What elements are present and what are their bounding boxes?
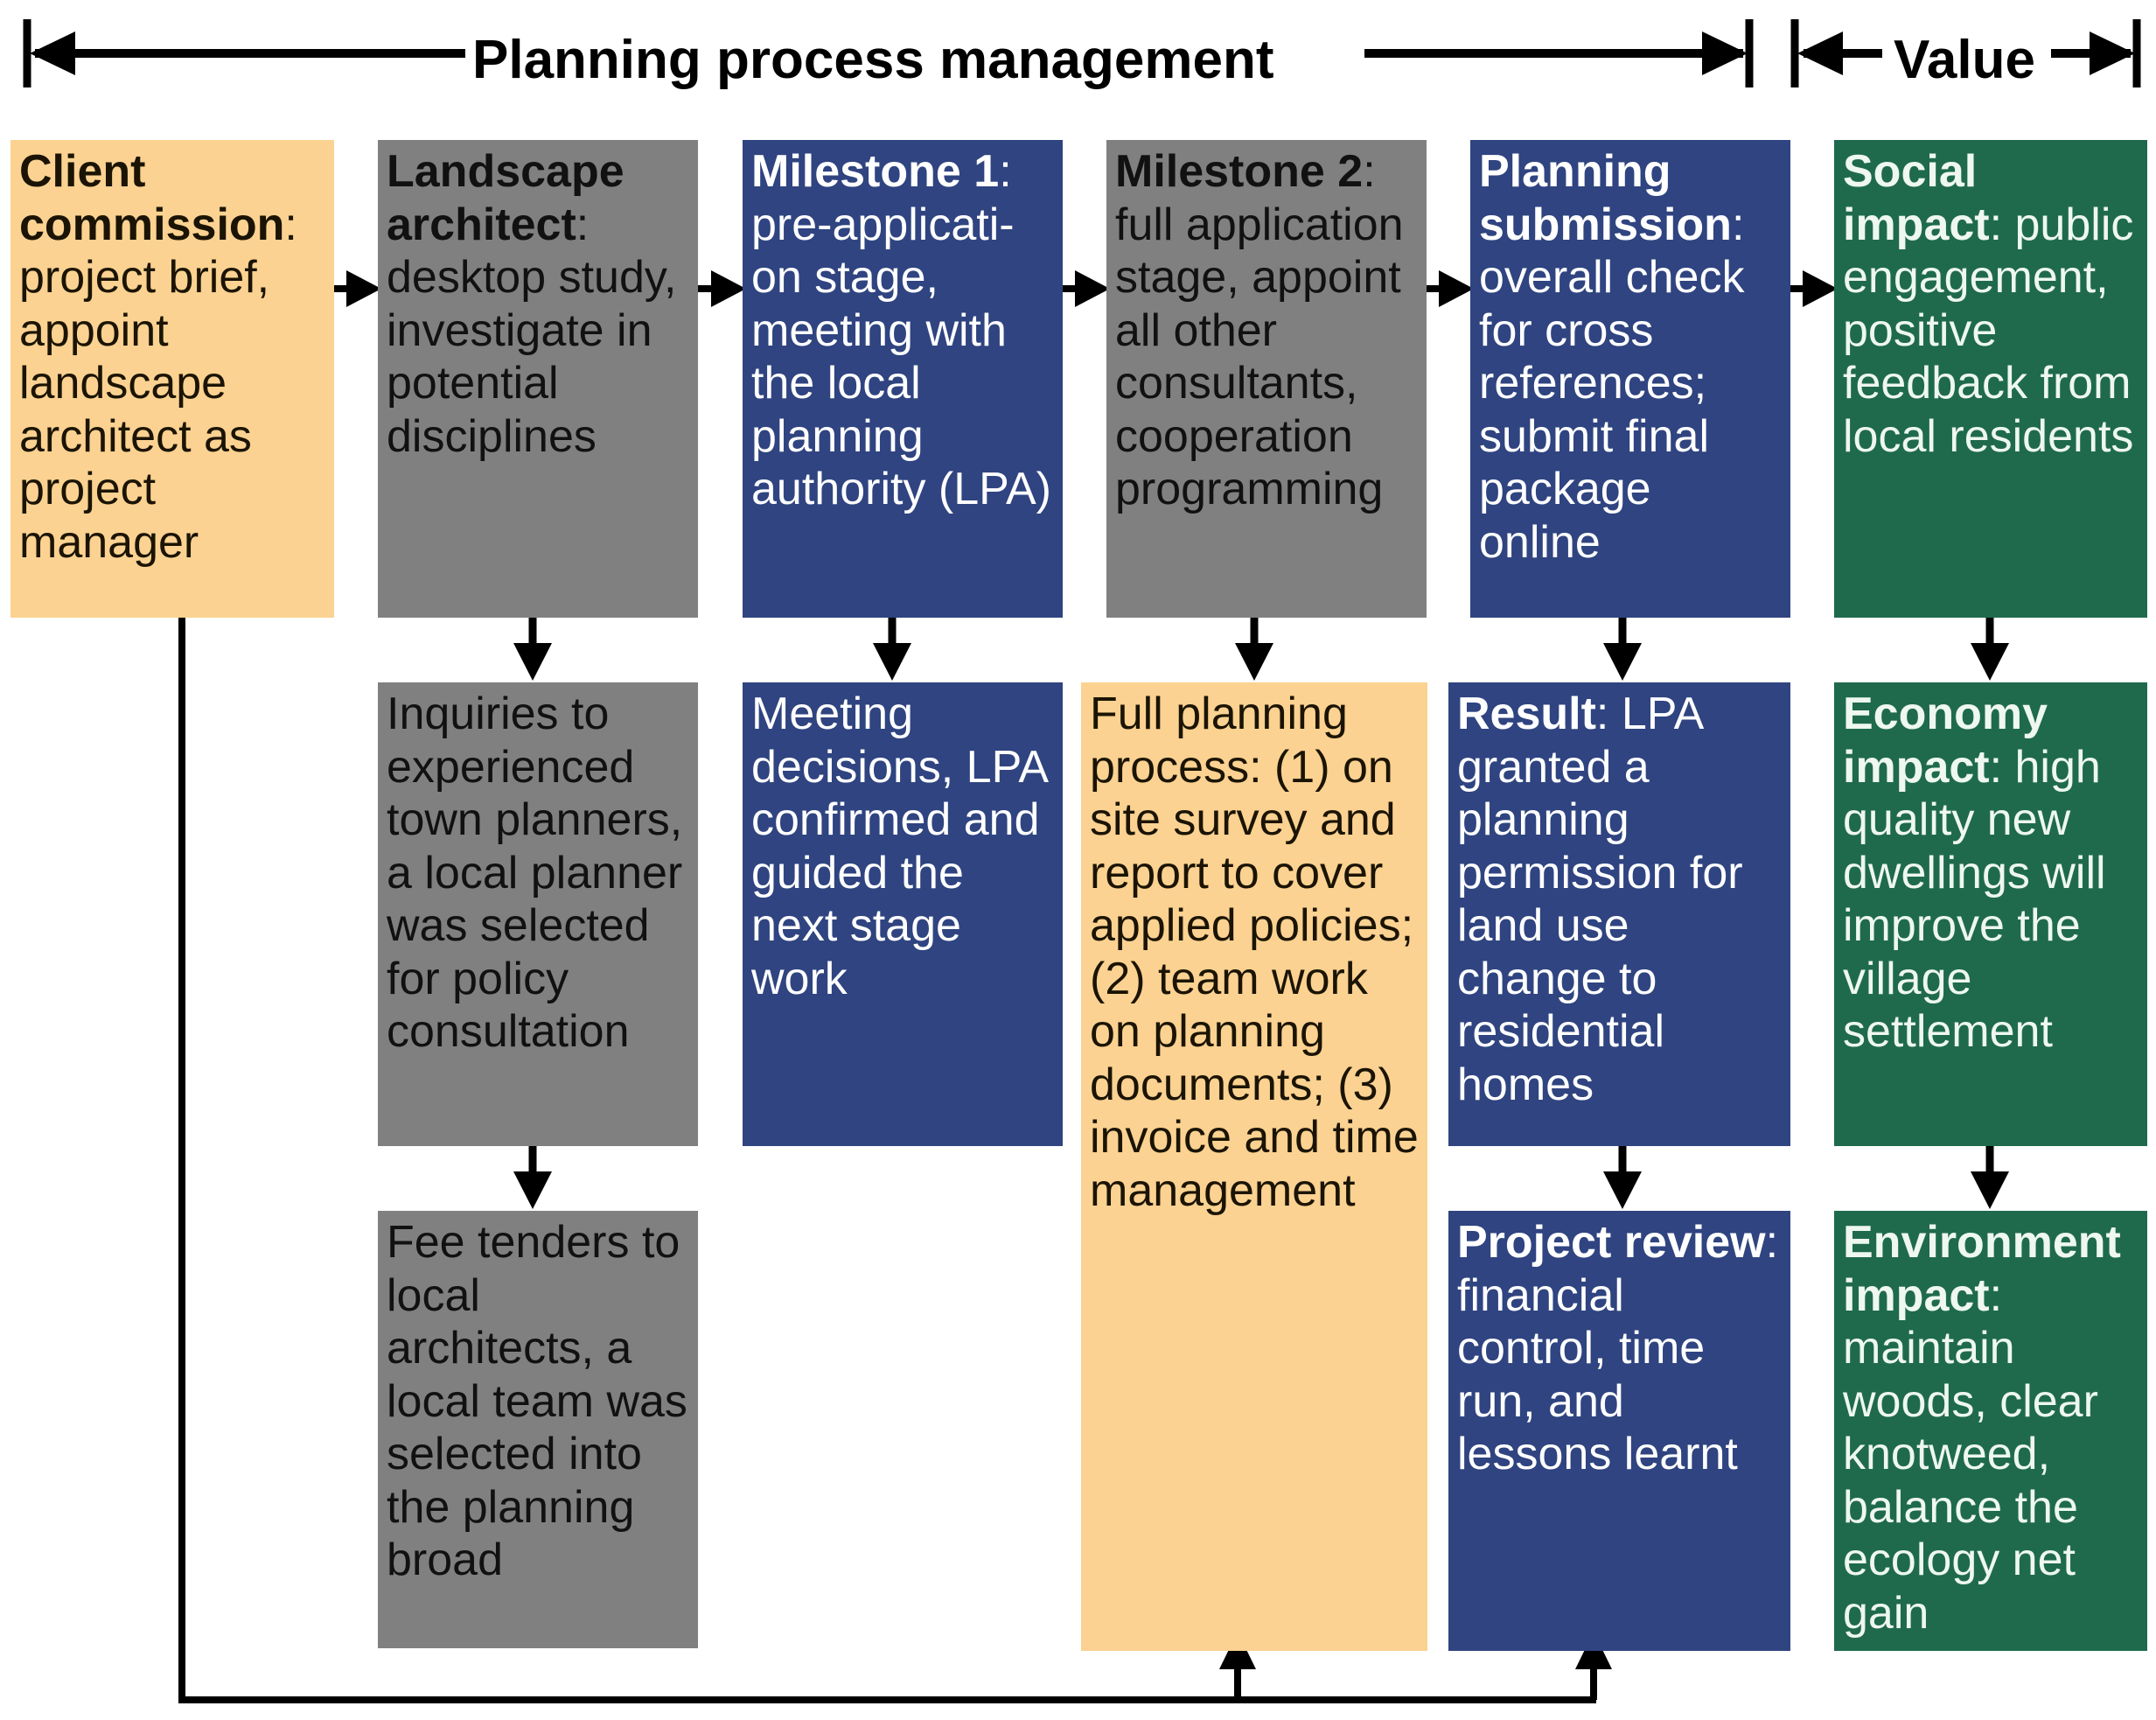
box-text-environment-impact: Environment impact: maintain woods, clea… [1843,1216,2140,1640]
box-text-milestone-2: Milestone 2: full application stage, app… [1115,145,1420,516]
box-body-client-commission: project brief, appoint landscape archite… [19,252,270,568]
box-title-environment-impact: Environment impact [1843,1217,2121,1321]
box-title-suffix-planning-submission: : [1731,199,1745,250]
box-title-suffix-environment-impact: : [1989,1269,2003,1321]
box-title-client-commission: Client commission [19,146,285,250]
box-title-planning-submission: Planning submission [1479,146,1732,250]
box-text-fee-tenders: Fee tenders to local architects, a local… [387,1217,687,1585]
box-text-landscape-architect: Landscape architect: desktop study, inve… [387,145,691,463]
box-title-suffix-client-commission: : [284,199,297,250]
box-text-client-commission: Client commission: project brief, appoin… [19,145,327,569]
box-body-milestone-2: full application stage, appoint all othe… [1115,199,1404,515]
box-text-milestone-1: Milestone 1: pre-applicati-on stage, mee… [751,145,1056,516]
box-text-meeting-decisions: Meeting decisions, LPA confirmed and gui… [751,689,1047,1004]
box-title-milestone-1: Milestone 1 [751,146,1000,197]
box-text-project-review: Project review: financial control, time … [1457,1216,1783,1481]
box-title-suffix-project-review: : [1765,1217,1779,1268]
box-text-economy-impact: Economy impact: high quality new dwellin… [1843,688,2140,1059]
box-title-landscape-architect: Landscape architect [387,146,624,250]
box-body-milestone-1: pre-applicati-on stage, meeting with the… [751,199,1051,515]
box-text-social-impact: Social impact: public engagement, positi… [1843,145,2140,463]
box-title-economy-impact: Economy impact [1843,689,2048,793]
box-text-result: Result: LPA granted a planning permissio… [1457,688,1783,1111]
box-body-landscape-architect: desktop study, investigate in potential … [387,252,677,462]
box-fee-tenders[interactable]: Fee tenders to local architects, a local… [378,1211,698,1648]
box-title-result: Result [1457,689,1596,739]
box-meeting-decisions[interactable]: Meeting decisions, LPA confirmed and gui… [743,682,1063,1146]
box-body-project-review: financial control, time run, and lessons… [1457,1269,1738,1480]
box-title-suffix-result: : [1595,689,1609,739]
box-title-suffix-milestone-2: : [1363,146,1376,197]
box-social-impact[interactable]: Social impact: public engagement, positi… [1834,140,2147,618]
box-text-inquiries-town-planners: Inquiries to experienced town planners, … [387,689,683,1057]
box-planning-submission[interactable]: Planning submission: overall check for c… [1470,140,1790,618]
box-title-suffix-landscape-architect: : [576,199,590,250]
box-text-full-planning-process: Full planning process: (1) on site surve… [1090,689,1419,1216]
box-full-planning-process[interactable]: Full planning process: (1) on site surve… [1081,682,1427,1651]
box-environment-impact[interactable]: Environment impact: maintain woods, clea… [1834,1211,2147,1651]
header-label-planning-process-management: Planning process management [472,30,1274,90]
box-project-review[interactable]: Project review: financial control, time … [1448,1211,1790,1651]
box-result[interactable]: Result: LPA granted a planning permissio… [1448,682,1790,1146]
box-milestone-2[interactable]: Milestone 2: full application stage, app… [1106,140,1427,618]
box-title-suffix-social-impact: : [1989,199,2003,250]
box-title-milestone-2: Milestone 2 [1115,146,1364,197]
box-body-result: LPA granted a planning permission for la… [1457,689,1743,1110]
box-client-commission[interactable]: Client commission: project brief, appoin… [10,140,334,618]
box-landscape-architect[interactable]: Landscape architect: desktop study, inve… [378,140,698,618]
box-body-environment-impact: maintain woods, clear knotweed, balance … [1843,1323,2098,1639]
box-title-social-impact: Social impact [1843,146,1990,250]
box-title-suffix-economy-impact: : [1989,741,2003,793]
box-milestone-1[interactable]: Milestone 1: pre-applicati-on stage, mee… [743,140,1063,618]
box-body-economy-impact: high quality new dwellings will improve … [1843,741,2106,1058]
header-scope-bar: Planning process management Value [0,0,2156,94]
header-label-value: Value [1894,30,2035,90]
box-title-suffix-milestone-1: : [999,146,1012,197]
box-title-project-review: Project review [1457,1217,1766,1268]
box-economy-impact[interactable]: Economy impact: high quality new dwellin… [1834,682,2147,1146]
box-inquiries-town-planners[interactable]: Inquiries to experienced town planners, … [378,682,698,1146]
box-text-planning-submission: Planning submission: overall check for c… [1479,145,1783,569]
box-body-social-impact: public engagement, positive feedback fro… [1843,199,2134,462]
box-body-planning-submission: overall check for cross references; subm… [1479,252,1745,568]
